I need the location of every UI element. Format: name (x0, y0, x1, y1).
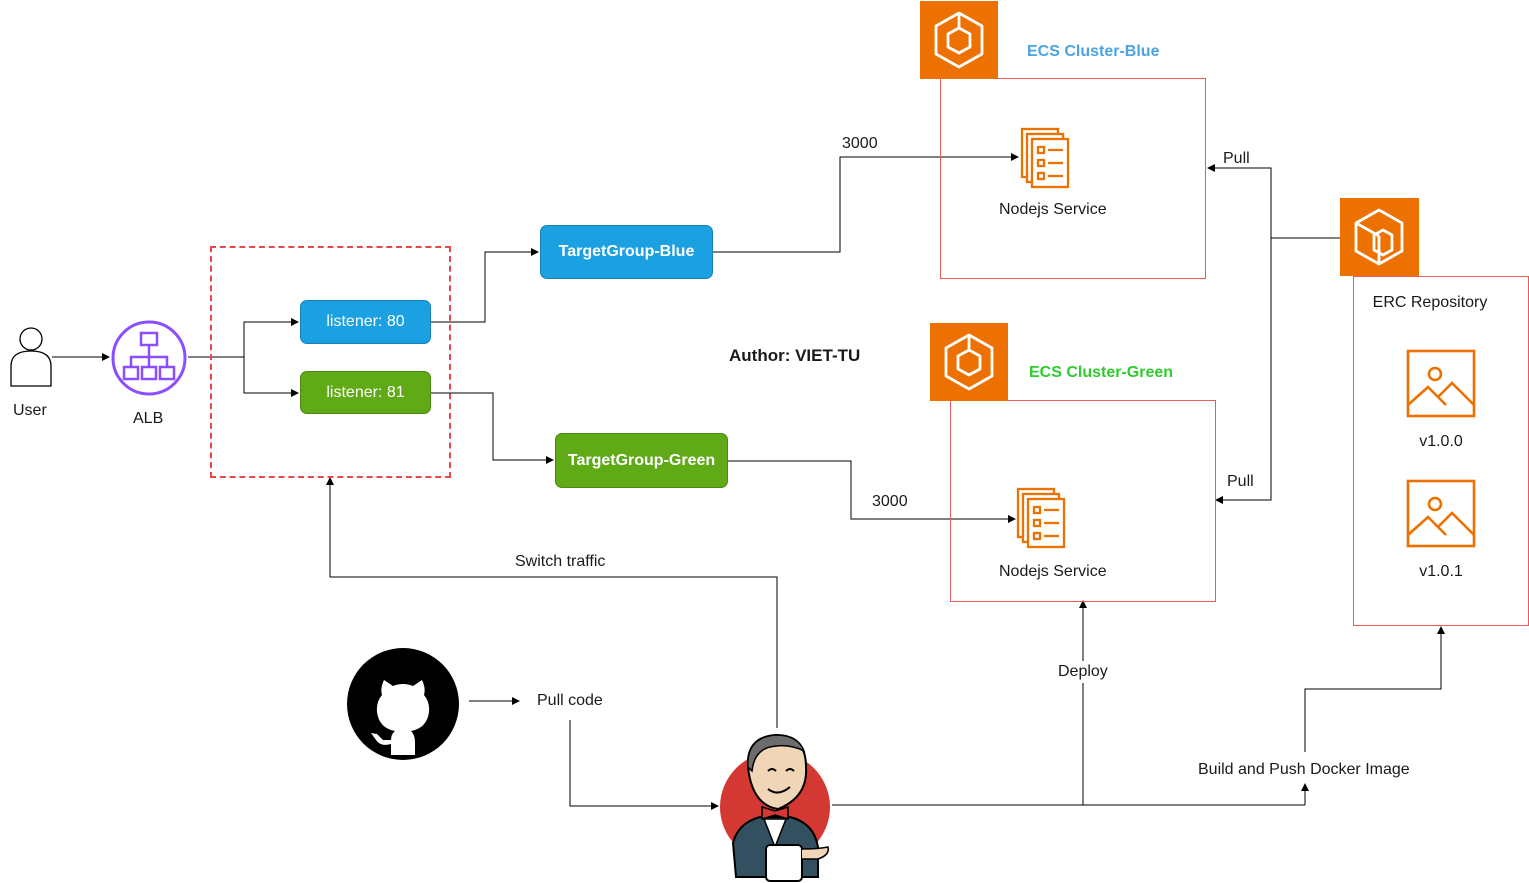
user-label: User (13, 402, 47, 419)
edge-ecr-blue (1207, 164, 1340, 239)
switch-traffic-label: Switch traffic (515, 553, 606, 570)
ecs-cluster-green-title: ECS Cluster-Green (1029, 364, 1174, 381)
edge-listener81-tggreen (431, 392, 554, 464)
service-icon (1020, 127, 1070, 189)
service-blue-label: Nodejs Service (999, 201, 1107, 218)
jenkins-icon (720, 733, 830, 882)
targetgroup-blue[interactable]: TargetGroup-Blue (540, 225, 713, 279)
image-version-1: v1.0.1 (1419, 563, 1463, 580)
github-icon (347, 648, 459, 760)
listener-80[interactable]: listener: 80 (300, 300, 431, 344)
image-icon (1406, 479, 1476, 548)
deploy-label: Deploy (1058, 663, 1108, 680)
ecr-icon (1340, 198, 1419, 276)
edge-tgblue-service (713, 153, 1019, 253)
edge-tggreen-service (728, 460, 1016, 523)
port-blue-label: 3000 (842, 135, 878, 152)
pull-green-label: Pull (1227, 473, 1254, 490)
service-green-label: Nodejs Service (999, 563, 1107, 580)
ecs-icon (920, 1, 998, 79)
pull-blue-label: Pull (1223, 150, 1250, 167)
listener-group (210, 246, 451, 478)
image-icon (1406, 349, 1476, 418)
service-icon (1016, 487, 1066, 549)
ecs-cluster-blue (940, 78, 1206, 279)
listener-81[interactable]: listener: 81 (300, 371, 431, 414)
edge-jenkins-switch (326, 477, 778, 728)
targetgroup-green[interactable]: TargetGroup-Green (555, 433, 728, 488)
user-icon (10, 327, 52, 387)
image-version-0: v1.0.0 (1419, 433, 1463, 450)
alb-icon (111, 320, 187, 396)
edge-ecr-green (1215, 238, 1272, 504)
edge-listener80-tgblue (431, 248, 539, 323)
build-push-label: Build and Push Docker Image (1198, 761, 1410, 778)
edge-pullcode-jenkins (569, 720, 719, 810)
port-green-label: 3000 (872, 493, 908, 510)
pull-code-label: Pull code (537, 692, 603, 709)
ecs-icon (930, 323, 1008, 401)
edge-alb-listener80 (188, 318, 299, 358)
edge-build-ecr (1304, 626, 1445, 752)
ecr-title: ERC Repository (1372, 294, 1488, 311)
author-label: Author: VIET-TU (729, 346, 861, 365)
ecs-cluster-blue-title: ECS Cluster-Blue (1027, 43, 1160, 60)
ecs-cluster-green (950, 400, 1216, 602)
alb-label: ALB (133, 410, 164, 427)
edge-alb-listener81 (243, 357, 299, 397)
